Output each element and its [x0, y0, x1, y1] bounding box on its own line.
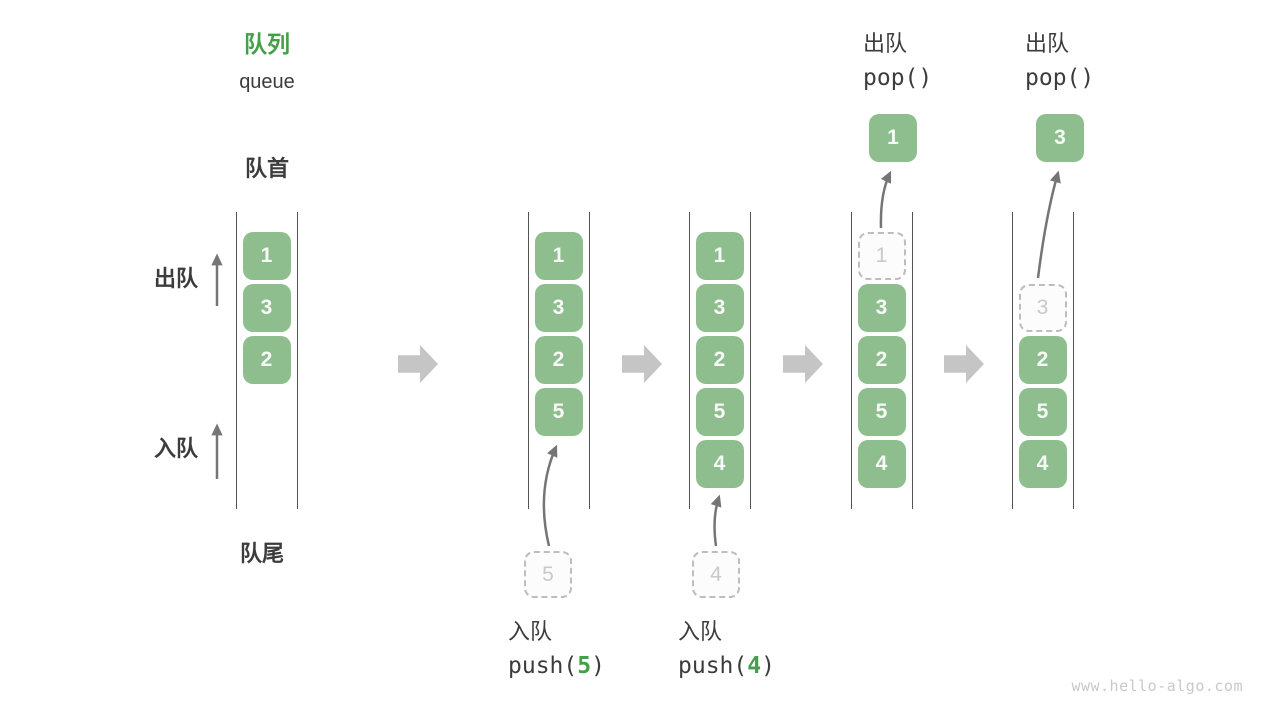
- queue-item: 4: [1018, 440, 1067, 488]
- pop-operation-label-2: 出队 pop(): [1025, 30, 1094, 93]
- pop-name: 出队: [1025, 31, 1070, 56]
- queue-item: 2: [695, 336, 744, 384]
- queue-item: 3: [857, 284, 906, 332]
- queue-item: 4: [857, 440, 906, 488]
- queue-item: 1: [242, 232, 291, 280]
- queue-item: 2: [1018, 336, 1067, 384]
- dequeue-side-label: 出队: [154, 266, 199, 291]
- push-fn-open: push(: [508, 653, 578, 679]
- push-fn-close: ): [591, 653, 605, 679]
- enqueue-side-label: 入队: [154, 436, 199, 461]
- push-arg: 4: [747, 653, 762, 679]
- push-code: push(4): [678, 651, 775, 681]
- staged-item-4: 4: [692, 551, 740, 598]
- queue-item: 2: [534, 336, 583, 384]
- queue-state-5: 3 2 5 4: [1012, 212, 1074, 509]
- queue-state-3: 1 3 2 5 4: [689, 212, 751, 509]
- title-zh: 队列: [244, 31, 290, 57]
- staged-item-5: 5: [524, 551, 572, 598]
- push-fn-close: ): [761, 653, 775, 679]
- push-operation-label-5: 入队 push(5): [508, 618, 605, 681]
- title-en: queue: [239, 71, 295, 93]
- push-fn-open: push(: [678, 653, 748, 679]
- queue-item: 5: [695, 388, 744, 436]
- right-arrow-icon: [783, 345, 823, 383]
- rear-label: 队尾: [240, 541, 285, 566]
- queue-item: 5: [857, 388, 906, 436]
- queue-item: 3: [534, 284, 583, 332]
- queue-item-ghost: 3: [1018, 284, 1067, 332]
- queue-item: 5: [1018, 388, 1067, 436]
- queue-item: 2: [242, 336, 291, 384]
- push-name: 入队: [508, 619, 553, 644]
- diagram-header: 队列 queue: [218, 30, 316, 94]
- queue-item-ghost: 1: [857, 232, 906, 280]
- pop-name: 出队: [863, 31, 908, 56]
- queue-state-2: 1 3 2 5: [528, 212, 590, 509]
- pop-code: pop(): [863, 65, 933, 91]
- queue-state-1: 1 3 2: [236, 212, 298, 509]
- push-name: 入队: [678, 619, 723, 644]
- queue-item: 2: [857, 336, 906, 384]
- push-arg: 5: [577, 653, 592, 679]
- queue-item: 3: [242, 284, 291, 332]
- pop-operation-label-1: 出队 pop(): [863, 30, 932, 93]
- popped-item-1: 1: [869, 114, 917, 162]
- right-arrow-icon: [398, 345, 438, 383]
- popped-item-3: 3: [1036, 114, 1084, 162]
- queue-item: 1: [695, 232, 744, 280]
- queue-item: 5: [534, 388, 583, 436]
- watermark: www.hello-algo.com: [1071, 677, 1243, 695]
- front-label: 队首: [245, 156, 290, 181]
- right-arrow-icon: [622, 345, 662, 383]
- push-operation-label-4: 入队 push(4): [678, 618, 775, 681]
- push-code: push(5): [508, 651, 605, 681]
- queue-item: 1: [534, 232, 583, 280]
- queue-item: 3: [695, 284, 744, 332]
- queue-item: 4: [695, 440, 744, 488]
- pop-code: pop(): [1025, 65, 1095, 91]
- queue-state-4: 1 3 2 5 4: [851, 212, 913, 509]
- right-arrow-icon: [944, 345, 984, 383]
